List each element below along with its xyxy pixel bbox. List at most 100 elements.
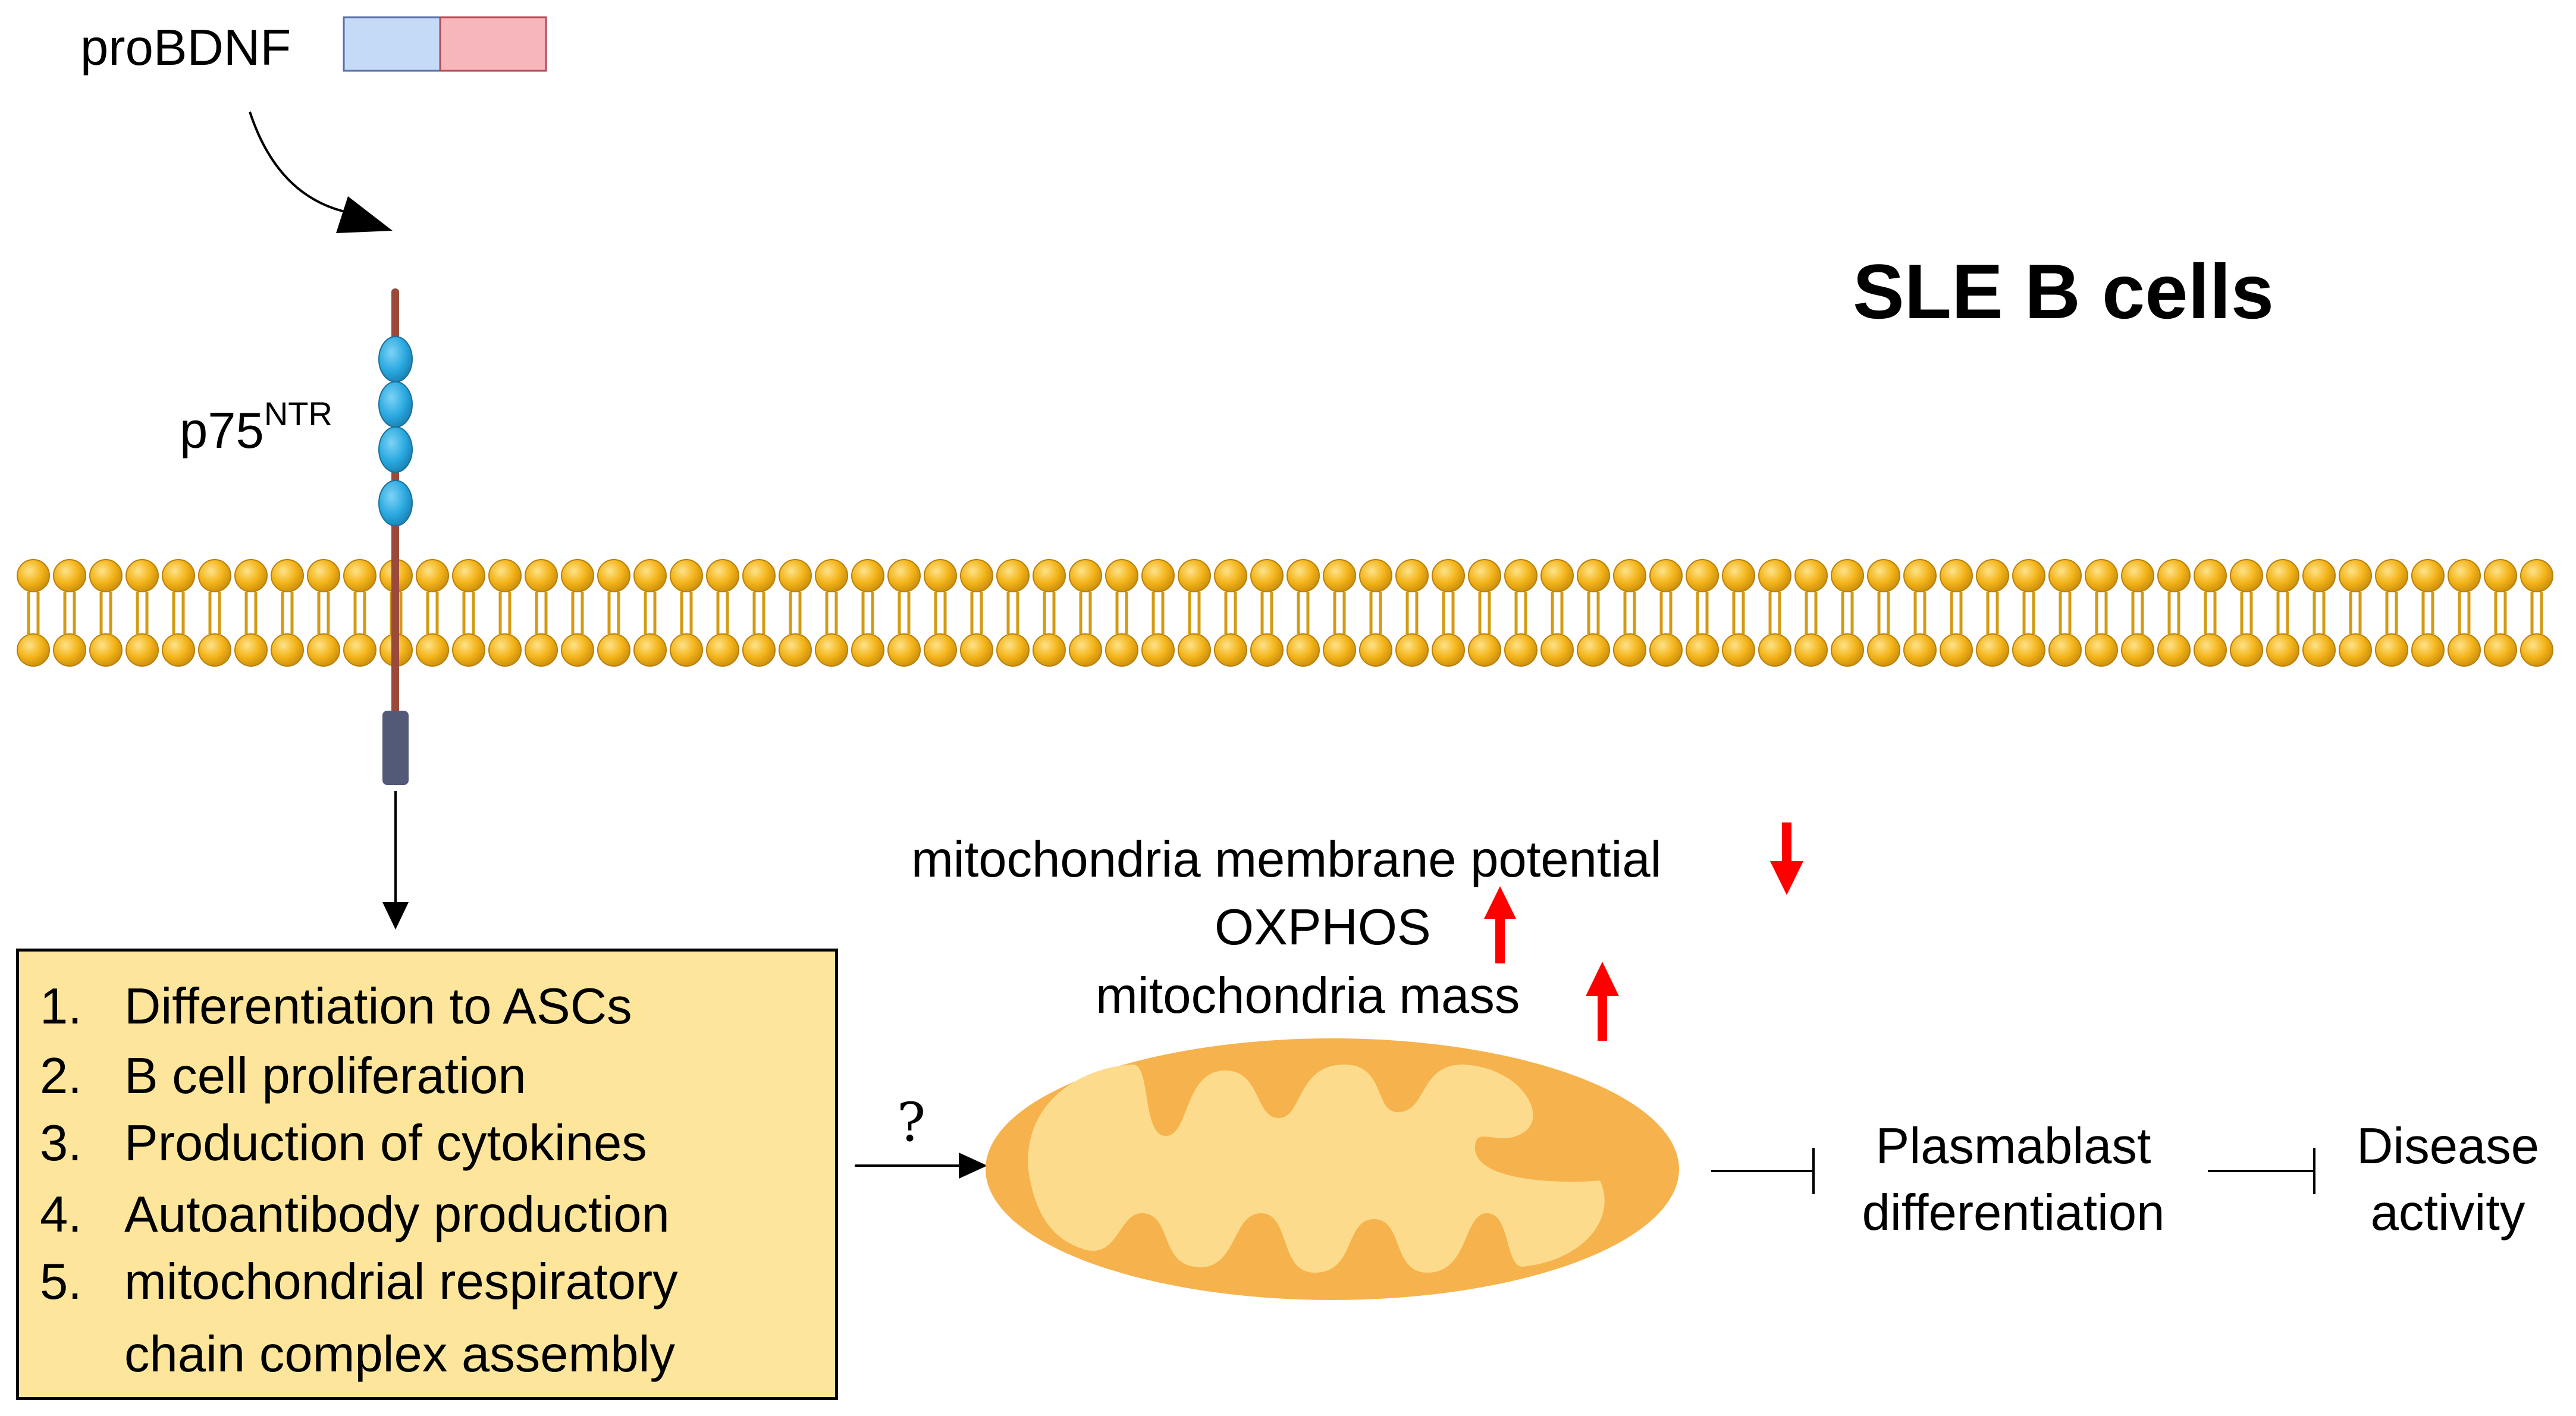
lipid-head xyxy=(851,633,884,667)
lipid-head xyxy=(234,633,268,667)
list-item-label: Production of cytokines xyxy=(124,1115,647,1172)
list-item-number: 2. xyxy=(40,1048,82,1104)
receptor-label: p75NTR xyxy=(180,395,332,459)
outcome-plasmablast-line-2: differentiation xyxy=(1862,1185,2165,1241)
lipid-head xyxy=(416,633,449,667)
lipid-head xyxy=(2302,633,2336,667)
lipid-head xyxy=(2411,633,2445,667)
lipid-head xyxy=(1903,559,1937,592)
lipid-head xyxy=(1613,633,1646,667)
lipid-head xyxy=(1686,559,1719,592)
lipid-head xyxy=(1287,633,1320,667)
lipid-head xyxy=(670,559,703,592)
lipid-head xyxy=(633,559,667,592)
lipid-head xyxy=(1105,559,1138,592)
lipid-head xyxy=(1540,559,1574,592)
lipid-head xyxy=(271,633,304,667)
lipid-head xyxy=(17,559,50,592)
lipid-head xyxy=(1722,559,1755,592)
lipid-head xyxy=(2230,559,2263,592)
lipid-head xyxy=(162,633,195,667)
lipid-head xyxy=(125,633,159,667)
lipid-head xyxy=(1940,633,1973,667)
list-item-label: chain complex assembly xyxy=(124,1326,675,1383)
mitochondrion-inner xyxy=(1028,1065,1605,1273)
lipid-head xyxy=(1069,559,1102,592)
lipid-head xyxy=(1577,559,1610,592)
lipid-head xyxy=(488,633,522,667)
lipid-head xyxy=(1468,559,1501,592)
lipid-head xyxy=(1359,633,1392,667)
lipid-head xyxy=(307,633,340,667)
outcome-plasmablast: Plasmablast differentiation xyxy=(1835,1113,2192,1247)
lipid-head xyxy=(2048,633,2082,667)
lipid-head xyxy=(2121,559,2154,592)
lipid-head xyxy=(670,633,703,667)
lipid-head xyxy=(1831,559,1864,592)
lipid-head xyxy=(1395,559,1429,592)
lipid-head xyxy=(2157,633,2191,667)
link-arrowhead xyxy=(959,1153,987,1179)
lipid-head xyxy=(2194,559,2227,592)
lipid-head xyxy=(1649,559,1683,592)
receptor-domain-1 xyxy=(378,336,413,382)
lipid-head xyxy=(1432,633,1465,667)
lipid-head xyxy=(1033,559,1066,592)
lipid-head xyxy=(1287,559,1320,592)
lipid-head xyxy=(815,559,848,592)
lipid-head xyxy=(234,559,268,592)
lipid-head xyxy=(1831,633,1864,667)
outcome-disease-line-2: activity xyxy=(2370,1185,2525,1241)
lipid-head xyxy=(2411,559,2445,592)
lipid-head xyxy=(1214,633,1247,667)
list-item-number: 3. xyxy=(40,1115,82,1172)
lipid-head xyxy=(1794,633,1828,667)
probdnf-mature-domain xyxy=(439,16,547,72)
lipid-head xyxy=(452,633,485,667)
list-item-label: Differentiation to ASCs xyxy=(124,978,632,1035)
receptor-label-superscript: NTR xyxy=(263,395,332,432)
lipid-head xyxy=(1758,633,1791,667)
lipid-head xyxy=(1504,559,1538,592)
lipid-head xyxy=(2448,633,2481,667)
list-item-label: mitochondrial respiratory xyxy=(124,1254,678,1310)
lipid-head xyxy=(1250,633,1284,667)
lipid-head xyxy=(53,559,86,592)
lipid-head xyxy=(742,633,776,667)
lipid-head xyxy=(162,559,195,592)
lipid-head xyxy=(815,633,848,667)
lipid-head xyxy=(416,559,449,592)
lipid-head xyxy=(343,559,376,592)
lipid-head xyxy=(996,559,1030,592)
lipid-head xyxy=(1686,633,1719,667)
lipid-head xyxy=(597,559,630,592)
lipid-head xyxy=(1867,633,1900,667)
lipid-head xyxy=(271,559,304,592)
lipid-head xyxy=(2157,559,2191,592)
lipid-head xyxy=(597,633,630,667)
lipid-head xyxy=(198,559,231,592)
change-label-mitochondria-mass: mitochondria mass xyxy=(1096,968,1520,1024)
lipid-head xyxy=(1903,633,1937,667)
lipid-head xyxy=(488,559,522,592)
lipid-head xyxy=(2230,633,2263,667)
mitochondria-mass-up-arrow xyxy=(1586,962,1619,1041)
effects-box: 1. Differentiation to ASCs 2. B cell pro… xyxy=(16,949,838,1400)
lipid-head xyxy=(1613,559,1646,592)
lipid-head xyxy=(1250,559,1284,592)
lipid-head xyxy=(17,633,50,667)
lipid-head xyxy=(2375,559,2408,592)
receptor-label-main: p75 xyxy=(180,403,264,459)
lipid-head xyxy=(1214,559,1247,592)
lipid-head xyxy=(1069,633,1102,667)
change-label-membrane-potential: mitochondria membrane potential xyxy=(911,831,1662,888)
lipid-head xyxy=(2339,559,2372,592)
probdnf-pro-domain xyxy=(343,16,441,72)
list-item-number: 4. xyxy=(40,1186,82,1243)
lipid-head xyxy=(561,633,594,667)
lipid-head xyxy=(2520,559,2553,592)
page-title: SLE B cells xyxy=(1853,248,2274,335)
lipid-head xyxy=(1323,559,1356,592)
lipid-head xyxy=(887,559,921,592)
lipid-head xyxy=(452,559,485,592)
